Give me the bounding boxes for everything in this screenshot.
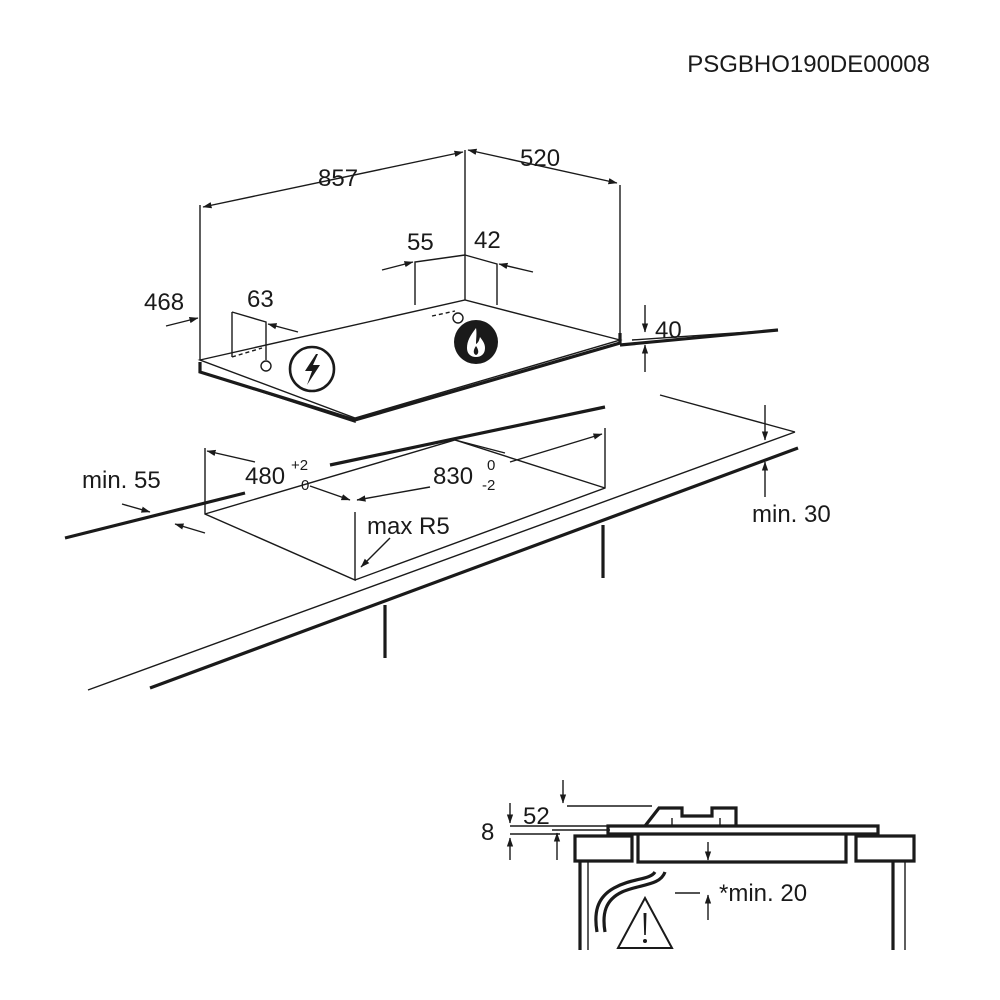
worktop (64, 328, 799, 691)
cutout-width-tol-upper: 0 (487, 457, 495, 474)
flame-icon (454, 320, 498, 364)
cutout-depth-tol-lower: 0 (301, 477, 309, 494)
edge-distance-label: min. 55 (82, 467, 161, 494)
section-view (510, 805, 916, 950)
section-depth-label: 52 (523, 803, 550, 830)
dim-left-offset-label: 468 (144, 289, 184, 316)
cutout-depth-value: 480 (245, 463, 285, 490)
cutout-dimensions (121, 405, 769, 568)
dim-center-right-label: 42 (474, 227, 501, 254)
dim-center-left-label: 55 (407, 229, 434, 256)
wall-distance-label: min. 30 (752, 501, 831, 528)
corner-radius-label: max R5 (367, 513, 450, 540)
exclamation-triangle-icon (616, 895, 674, 949)
cutout-depth-tol-upper: +2 (291, 457, 308, 474)
section-top-label: 8 (481, 819, 494, 846)
section-dimensions (506, 780, 712, 920)
dim-depth-label: 520 (520, 145, 560, 172)
below-clearance-label: *min. 20 (719, 880, 807, 907)
cutout-width-tol-lower: -2 (482, 477, 495, 494)
cutout-width-value: 830 (433, 463, 473, 490)
dim-width-label: 857 (318, 165, 358, 192)
lightning-bolt-icon (288, 345, 336, 393)
dim-left-inner-label: 63 (247, 286, 274, 313)
cutout-depth-label: 480 (245, 463, 285, 490)
hob-unit (197, 150, 623, 423)
hob-dimensions (165, 148, 649, 372)
diagram-code: PSGBHO190DE00008 (687, 51, 930, 78)
